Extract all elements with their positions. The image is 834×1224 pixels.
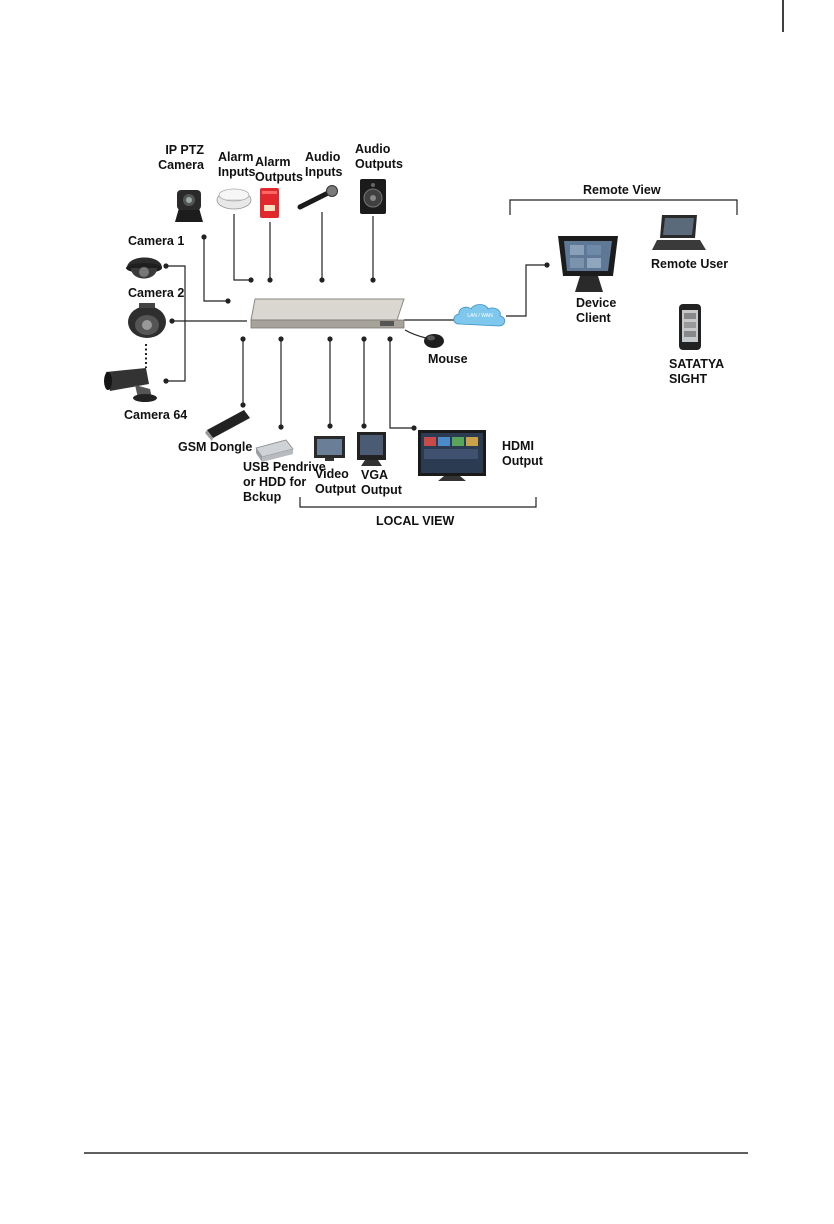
video-monitor-icon [314, 436, 345, 461]
label-hdmi-output: HDMI Output [502, 439, 543, 469]
ptz-camera-icon [175, 190, 203, 222]
label-alarm-outputs: Alarm Outputs [255, 155, 303, 185]
label-camera-1: Camera 1 [128, 234, 184, 249]
label-remote-view: Remote View [583, 183, 661, 198]
hdmi-tv-icon [418, 430, 486, 481]
camera-64-bullet-icon [104, 368, 157, 402]
label-camera-64: Camera 64 [124, 408, 187, 423]
siren-icon [260, 188, 279, 218]
label-camera-2: Camera 2 [128, 286, 184, 301]
label-satatya-sight: SATATYA SIGHT [669, 357, 724, 387]
label-vga-output: VGA Output [361, 468, 402, 498]
label-usb-backup: USB Pendrive or HDD for Bckup [243, 460, 326, 505]
microphone-icon [300, 186, 338, 208]
cloud-label: LAN / WAN [463, 313, 497, 319]
label-gsm-dongle: GSM Dongle [178, 440, 252, 455]
smartphone-icon [679, 304, 701, 350]
label-device-client: Device Client [576, 296, 616, 326]
smoke-detector-icon [217, 189, 251, 209]
connection-dots [163, 234, 549, 430]
label-alarm-inputs: Alarm Inputs [218, 150, 256, 180]
label-ip-ptz-camera: IP PTZ Camera [146, 143, 204, 173]
label-local-view: LOCAL VIEW [376, 514, 454, 529]
label-audio-outputs: Audio Outputs [355, 142, 403, 172]
speaker-icon [360, 179, 386, 214]
mouse-icon [424, 334, 444, 348]
laptop-icon [652, 215, 706, 250]
camera-2-dome-icon [128, 303, 166, 338]
label-audio-inputs: Audio Inputs [305, 150, 343, 180]
label-video-output: Video Output [315, 467, 356, 497]
usb-hdd-icon [256, 440, 293, 462]
label-mouse: Mouse [428, 352, 468, 367]
label-remote-user: Remote User [651, 257, 728, 272]
camera-1-dome-icon [126, 258, 162, 279]
gsm-dongle-icon [205, 410, 250, 441]
vga-monitor-icon [357, 432, 386, 466]
device-client-icon [558, 236, 618, 292]
dvr-unit [251, 299, 404, 328]
